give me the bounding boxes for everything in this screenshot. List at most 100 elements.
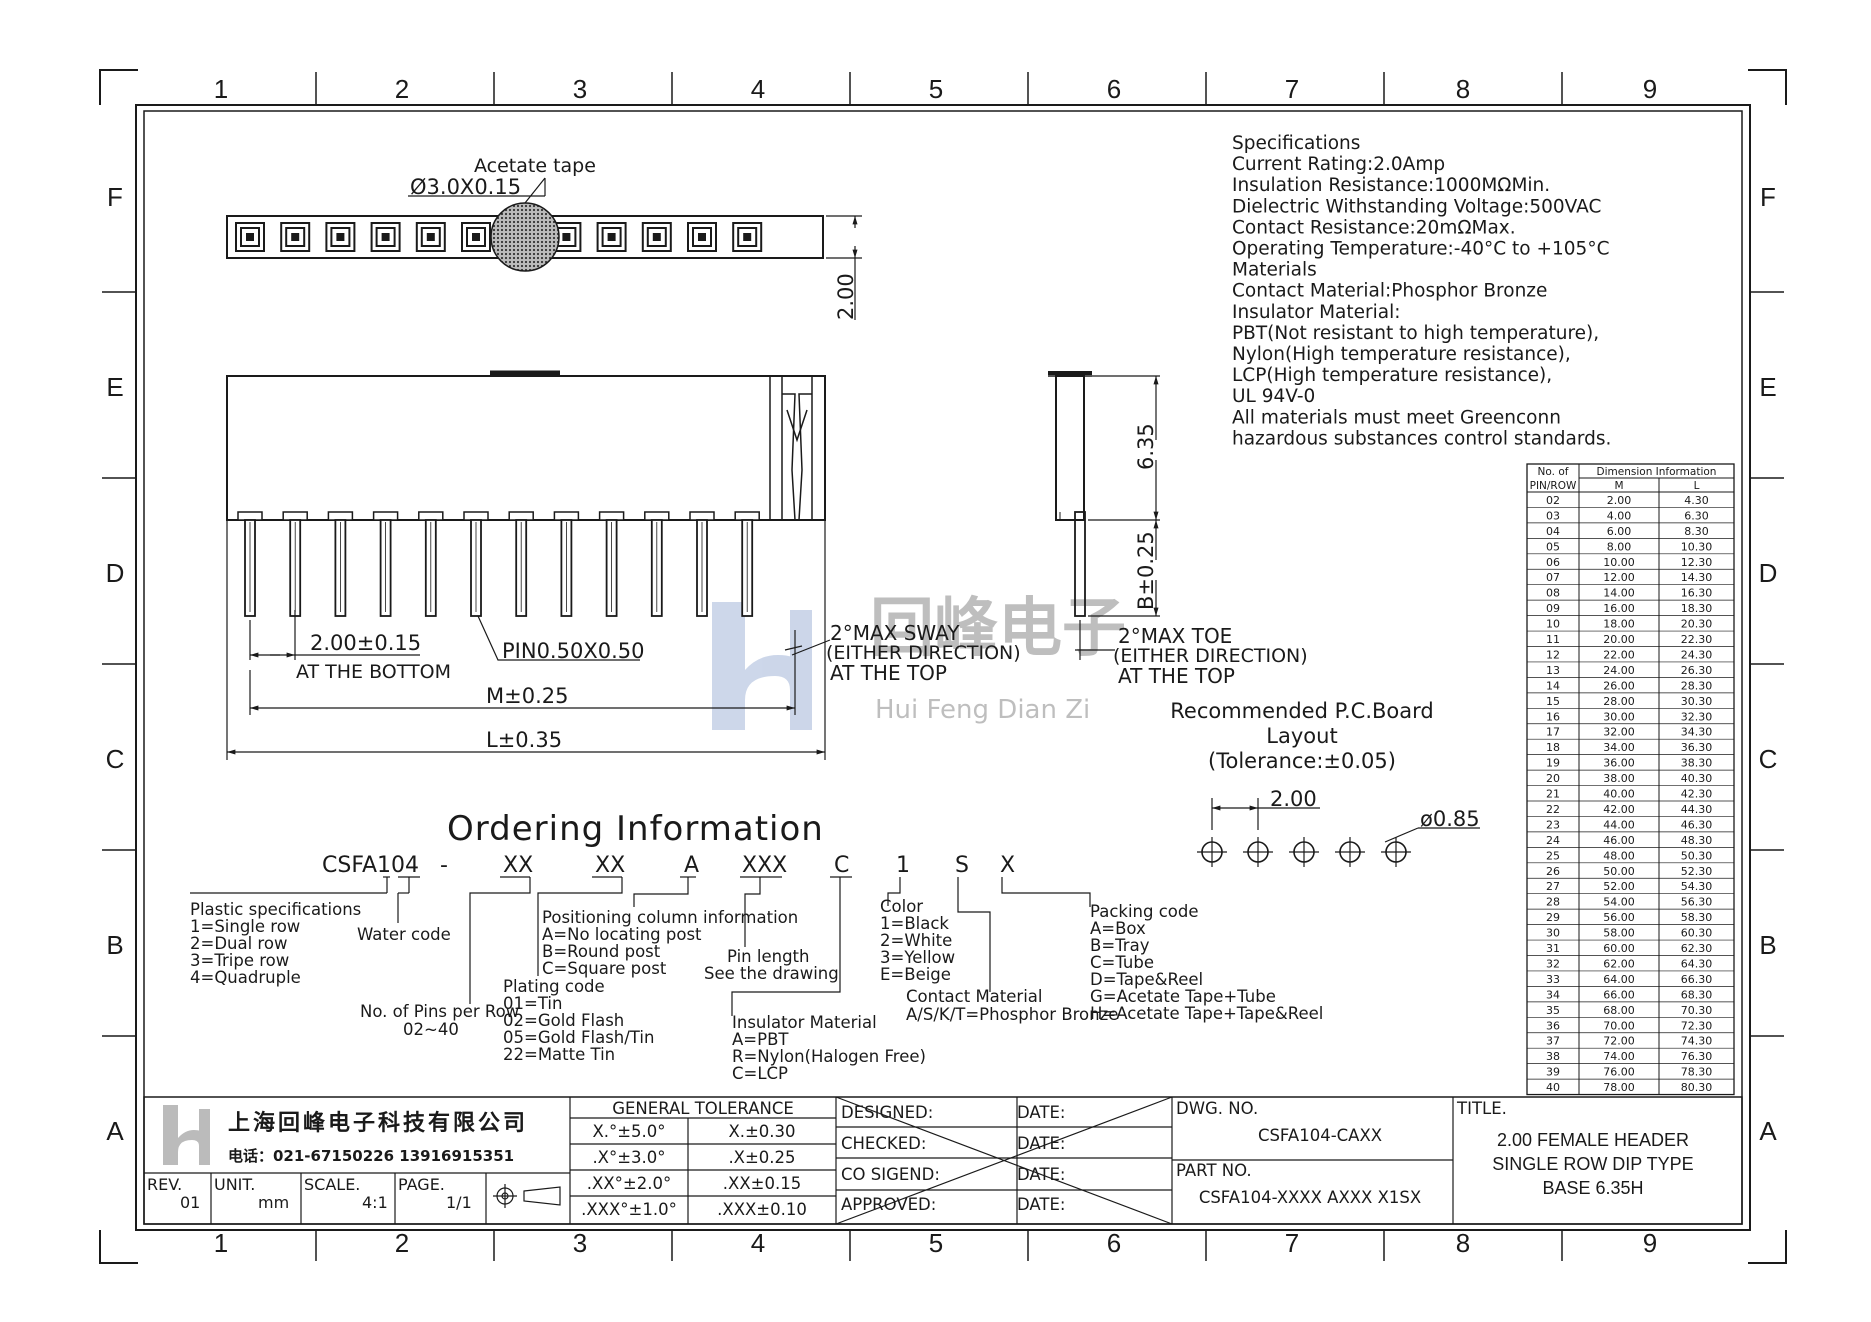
table-cell: 27 (1546, 880, 1560, 893)
table-cell: 6.00 (1607, 525, 1632, 538)
pin (689, 511, 715, 617)
projection-symbol-icon (493, 1184, 561, 1208)
pin-cavity (235, 222, 265, 252)
table-cell: 16 (1546, 710, 1560, 723)
col-label: 6 (1107, 1228, 1121, 1258)
col-label: 1 (214, 1228, 228, 1258)
code-contact: S (955, 853, 969, 878)
table-cell: 70.00 (1603, 1019, 1635, 1032)
row-label: C (106, 744, 125, 774)
spec-line: Insulation Resistance:1000MΩMin. (1232, 175, 1550, 196)
checked-label: CHECKED: (841, 1134, 926, 1153)
pin (237, 511, 263, 617)
col-label: 9 (1643, 1228, 1657, 1258)
m-dim: M±0.25 (486, 684, 568, 708)
table-cell: 54.00 (1603, 896, 1635, 909)
table-cell: 34.30 (1681, 726, 1713, 739)
approved-label: APPROVED: (841, 1195, 936, 1214)
table-cell: 20 (1546, 772, 1560, 785)
row-label: A (106, 1116, 124, 1146)
table-cell: 15 (1546, 695, 1560, 708)
plating-opt: 05=Gold Flash/Tin (503, 1028, 654, 1047)
table-cell: 6.30 (1684, 509, 1709, 522)
pin-cavity (280, 222, 311, 252)
table-cell: 28 (1546, 896, 1560, 909)
col-label: 8 (1456, 1228, 1470, 1258)
table-cell: 4.00 (1607, 509, 1632, 522)
pcb-tolerance: (Tolerance:±0.05) (1208, 749, 1396, 773)
dwg-label: DWG. NO. (1176, 1099, 1258, 1118)
ordering-title: Ordering Information (447, 809, 824, 849)
row-label: A (1759, 1116, 1777, 1146)
spec-line: Contact Resistance:20mΩMax. (1232, 217, 1516, 238)
top-view: Acetate tape Ø3.0X0.15 2.00 (226, 155, 862, 320)
table-cell: 22.30 (1681, 633, 1713, 646)
table-cell: 37 (1546, 1035, 1560, 1048)
spec-line: LCP(High temperature resistance), (1232, 365, 1552, 386)
pin (508, 511, 534, 617)
row-label: E (1759, 372, 1776, 402)
table-cell: 32.30 (1681, 710, 1713, 723)
color-opt: 1=Black (880, 914, 949, 933)
table-cell: 18.00 (1603, 618, 1635, 631)
table-cell: 70.30 (1681, 1004, 1713, 1017)
table-cell: 78.30 (1681, 1066, 1713, 1079)
table-cell: 48.00 (1603, 849, 1635, 862)
table-cell: 10 (1546, 618, 1560, 631)
sway-line-3: AT THE TOP (830, 661, 947, 685)
pcb-hole (1289, 837, 1319, 867)
table-cell: 76.30 (1681, 1050, 1713, 1063)
positioning-opt: B=Round post (542, 942, 661, 961)
table-header: L (1694, 480, 1700, 492)
table-cell: 12 (1546, 648, 1560, 661)
plastic-title: Plastic specifications (190, 900, 361, 919)
title-line: SINGLE ROW DIP TYPE (1492, 1154, 1693, 1174)
ordering-info: Ordering Information CSFA104 - XX XX A X… (190, 809, 1323, 1083)
insulator-opt: R=Nylon(Halogen Free) (732, 1047, 926, 1066)
plating-title: Plating code (503, 977, 605, 996)
insulator-opt: C=LCP (732, 1064, 788, 1083)
toe-line-2: (EITHER DIRECTION) (1113, 645, 1308, 667)
table-cell: 62.30 (1681, 942, 1713, 955)
table-cell: 76.00 (1603, 1066, 1635, 1079)
row-label: B (1759, 930, 1776, 960)
tape-dim: Ø3.0X0.15 (410, 175, 521, 199)
table-cell: 64.30 (1681, 957, 1713, 970)
col-label: 8 (1456, 74, 1470, 104)
pitch-dim: 2.00±0.15 (310, 631, 421, 655)
tol-angle: .XX°±2.0° (587, 1174, 671, 1193)
code-post: A (684, 853, 699, 878)
table-cell: 36.00 (1603, 757, 1635, 770)
code-color: 1 (896, 853, 910, 878)
table-cell: 52.30 (1681, 865, 1713, 878)
pin-dim: PIN0.50X0.50 (502, 639, 644, 663)
row-label: F (107, 182, 123, 212)
packing-opt: A=Box (1090, 919, 1146, 938)
table-cell: 33 (1546, 973, 1560, 986)
table-cell: 74.00 (1603, 1050, 1635, 1063)
company-phone: 电话：021-67150226 13916915351 (228, 1147, 514, 1165)
code-length: XXX (742, 853, 787, 878)
date-label: DATE: (1017, 1195, 1066, 1214)
code-pins: XX (503, 853, 533, 878)
col-label: 5 (929, 1228, 943, 1258)
packing-opt: H=Acetate Tape+Tape&Reel (1090, 1004, 1323, 1023)
date-label: DATE: (1017, 1134, 1066, 1153)
spec-line: hazardous substances control standards. (1232, 428, 1611, 449)
row-label: B (106, 930, 123, 960)
